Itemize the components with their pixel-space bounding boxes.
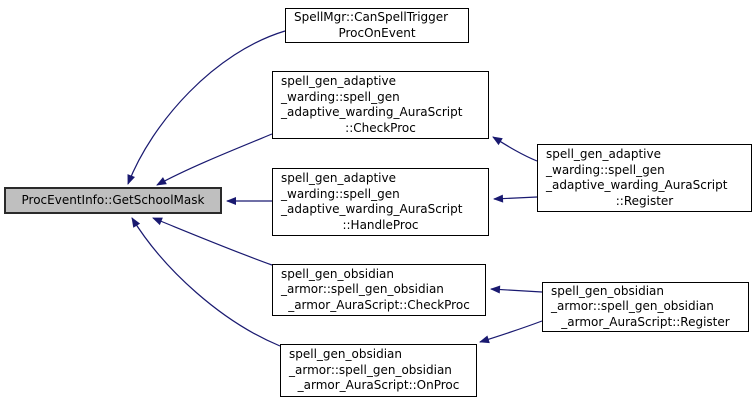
node-label: _armor::spell_gen_obsidian xyxy=(289,362,452,377)
node-label: _adaptive_warding_AuraScript xyxy=(546,178,728,192)
node-adaptive-warding-register[interactable]: spell_gen_adaptive _warding::spell_gen _… xyxy=(537,144,752,212)
node-obsidian-armor-register[interactable]: spell_gen_obsidian _armor::spell_gen_obs… xyxy=(542,282,749,332)
node-adaptive-warding-handleproc[interactable]: spell_gen_adaptive _warding::spell_gen _… xyxy=(272,168,489,236)
node-label: _armor::spell_gen_obsidian xyxy=(281,282,444,297)
node-spellmgr-canspelltriggerproconevent[interactable]: SpellMgr::CanSpellTrigger ProcOnEvent xyxy=(285,8,469,43)
node-label: _warding::spell_gen xyxy=(281,89,400,104)
node-label: ::CheckProc xyxy=(345,120,416,135)
node-proceventinfo-getschoolmask[interactable]: ProcEventInfo::GetSchoolMask xyxy=(4,187,222,214)
node-label: _adaptive_warding_AuraScript xyxy=(281,202,463,216)
edge-obsidian-register-to-checkproc xyxy=(490,285,543,294)
node-label: spell_gen_adaptive xyxy=(546,147,661,161)
node-label: spell_gen_adaptive xyxy=(281,74,396,88)
node-label: ::HandleProc xyxy=(342,217,419,232)
node-label: _armor_AuraScript::OnProc xyxy=(297,378,460,393)
node-obsidian-armor-checkproc[interactable]: spell_gen_obsidian _armor::spell_gen_obs… xyxy=(272,264,486,316)
node-label: ProcOnEvent xyxy=(338,25,416,40)
node-label: _armor_AuraScript::Register xyxy=(561,314,730,329)
node-label: spell_gen_obsidian xyxy=(281,266,394,281)
node-adaptive-warding-checkproc[interactable]: spell_gen_adaptive _warding::spell_gen _… xyxy=(272,71,489,139)
node-label: _armor_AuraScript::CheckProc xyxy=(288,297,470,312)
edge-canspelltrigger-to-getschoolmask xyxy=(127,30,286,185)
node-label: spell_gen_obsidian xyxy=(289,347,402,362)
edge-obsidian-onproc-to-getschoolmask xyxy=(131,217,281,347)
node-label: ::Register xyxy=(615,193,674,208)
edge-obsidian-checkproc-to-getschoolmask xyxy=(152,217,273,266)
node-label: SpellMgr::CanSpellTrigger xyxy=(294,10,449,24)
node-obsidian-armor-onproc[interactable]: spell_gen_obsidian _armor::spell_gen_obs… xyxy=(280,344,477,397)
node-label: _adaptive_warding_AuraScript xyxy=(281,105,463,119)
node-label: spell_gen_obsidian xyxy=(551,283,664,298)
edge-adaptive-checkproc-to-getschoolmask xyxy=(156,133,273,186)
edge-adaptive-register-to-checkproc xyxy=(492,136,538,162)
node-label: _warding::spell_gen xyxy=(546,162,665,177)
node-label: spell_gen_adaptive xyxy=(281,171,396,185)
node-label: ProcEventInfo::GetSchoolMask xyxy=(21,192,205,207)
node-label: _armor::spell_gen_obsidian xyxy=(551,299,714,314)
edge-obsidian-register-to-onproc xyxy=(479,320,543,344)
edge-adaptive-register-to-handleproc xyxy=(493,194,538,203)
node-label: _warding::spell_gen xyxy=(281,186,400,201)
